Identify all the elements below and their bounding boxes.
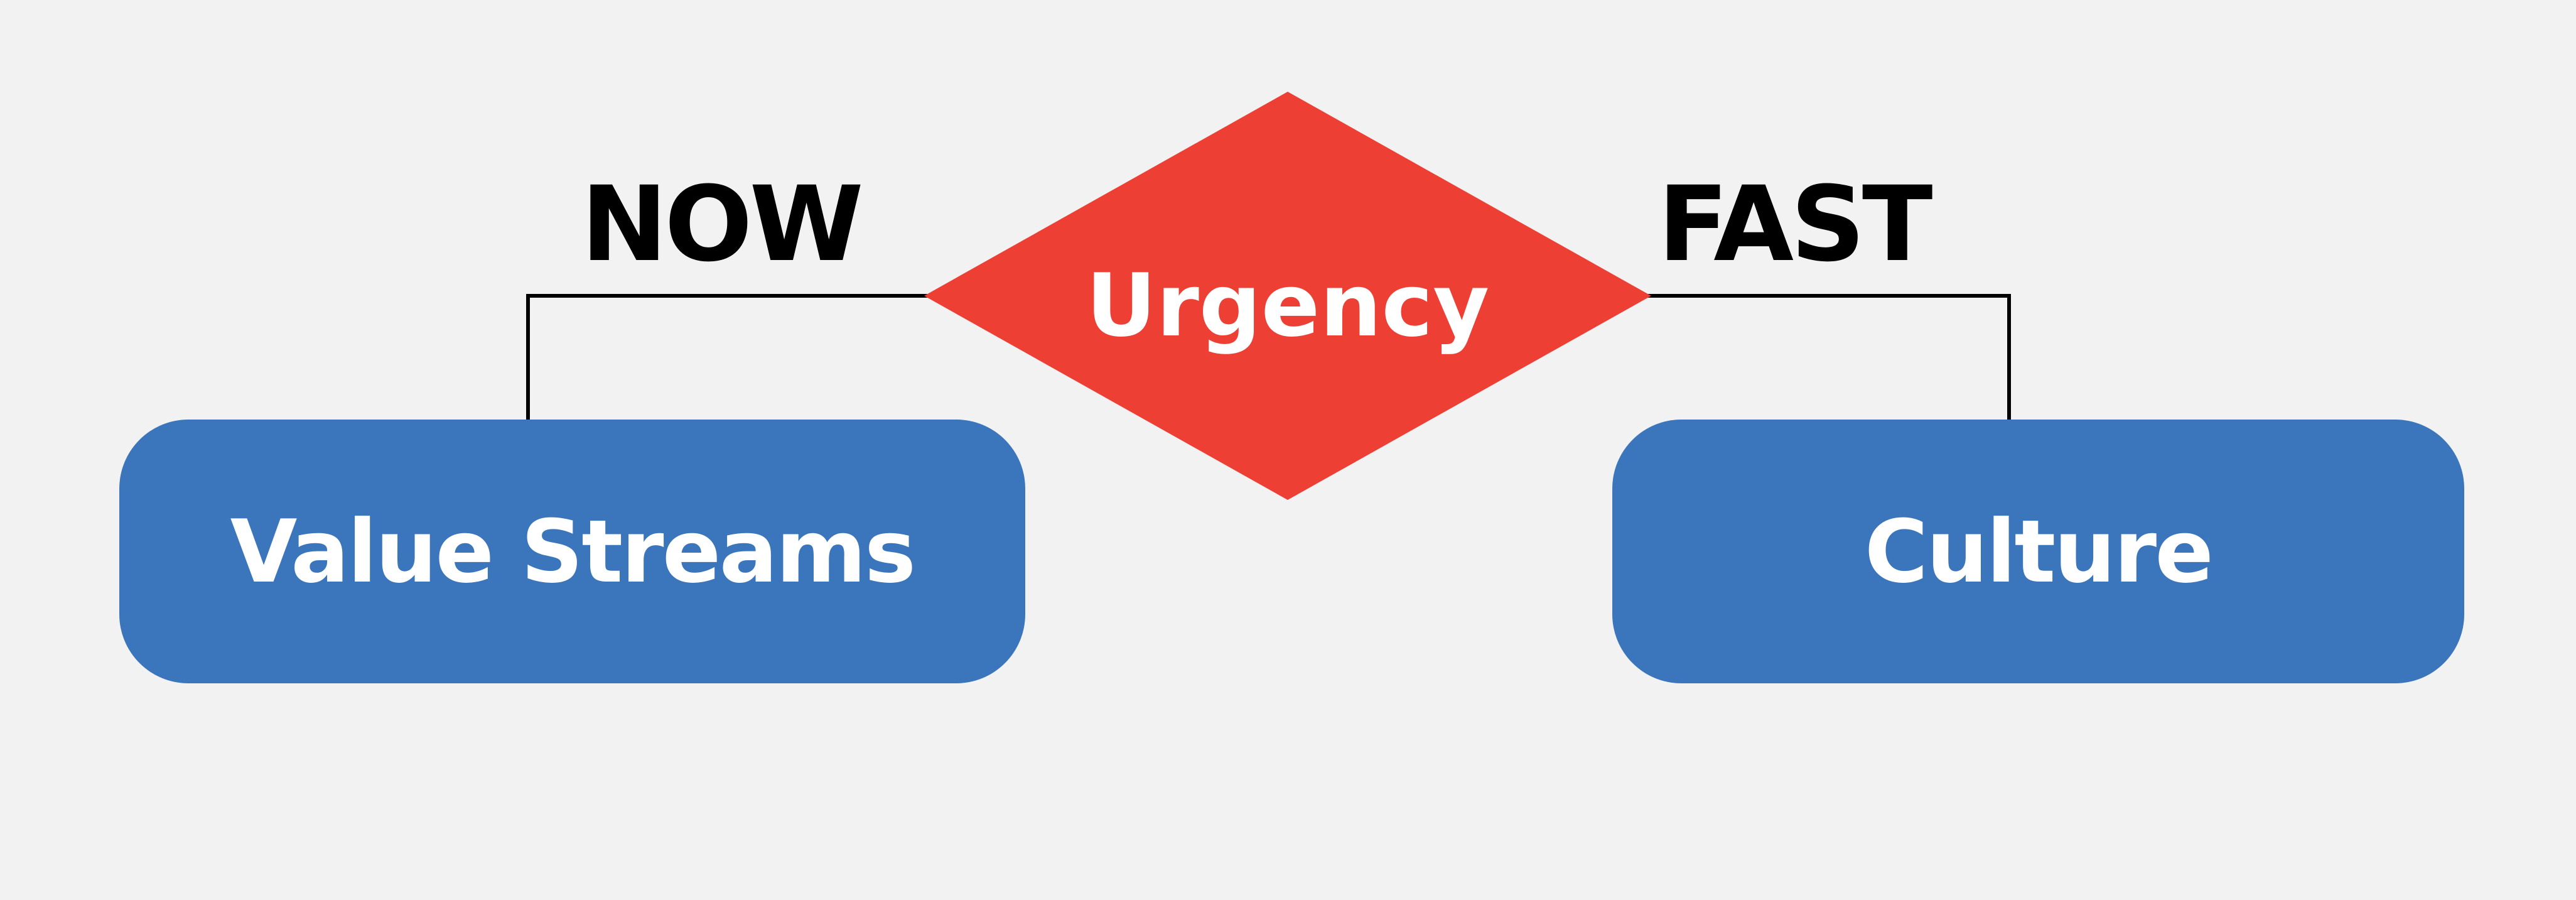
decision-node-urgency: Urgency	[1086, 254, 1490, 356]
connector-right-elbow	[1640, 294, 2011, 425]
branch-label-fast: FAST	[1657, 164, 1932, 285]
node-culture: Culture	[1612, 420, 2464, 683]
branch-label-now: NOW	[581, 164, 863, 285]
node-value-streams-label: Value Streams	[230, 501, 917, 602]
node-culture-label: Culture	[1864, 501, 2214, 602]
node-value-streams: Value Streams	[119, 420, 1025, 683]
connector-left-elbow	[526, 294, 935, 425]
decision-diamond-shape	[924, 92, 1651, 500]
